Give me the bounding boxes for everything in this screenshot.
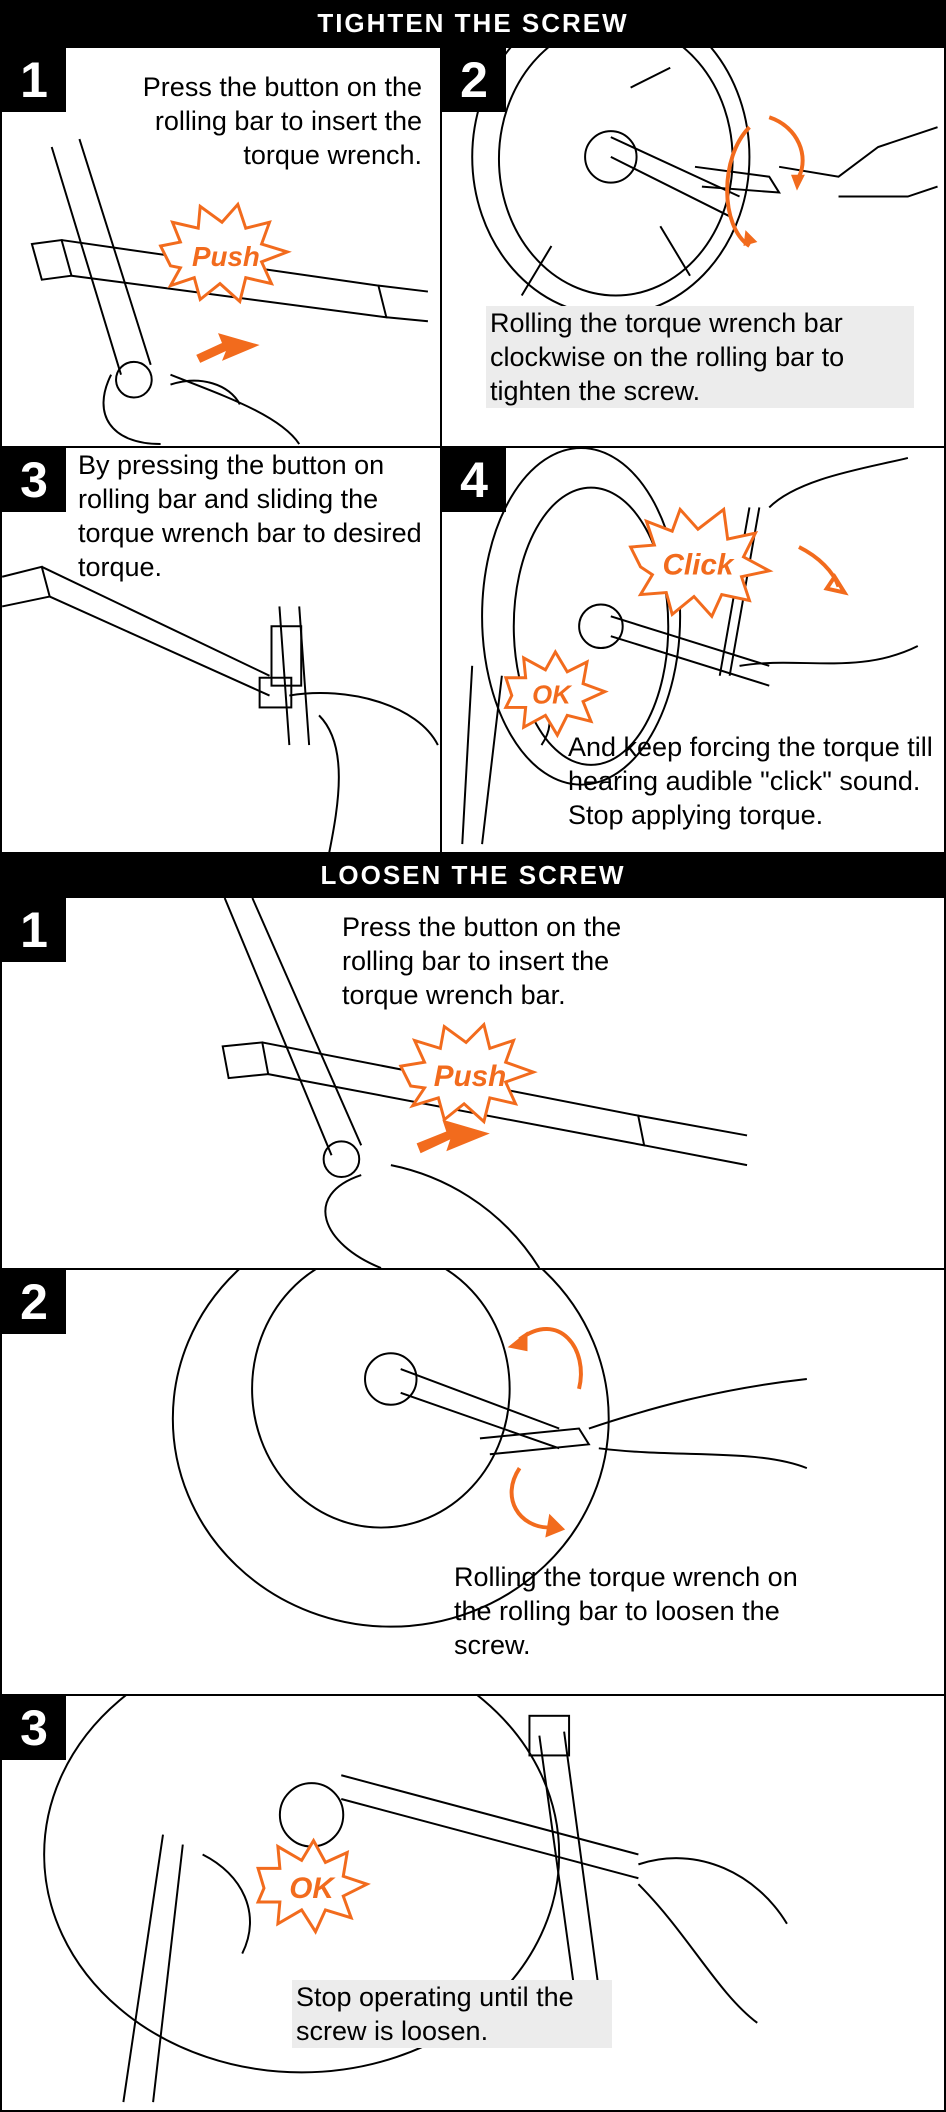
push-arrow bbox=[416, 1119, 490, 1154]
ok-burst: OK bbox=[255, 1837, 371, 1935]
step-instruction: By pressing the button on rolling bar an… bbox=[78, 450, 422, 582]
push-button-illustration: Push bbox=[30, 138, 429, 446]
click-sound-illustration: Click OK bbox=[461, 448, 919, 845]
step-number: 2 bbox=[442, 48, 506, 112]
step-instruction: Rolling the torque wrench on the rolling… bbox=[454, 1562, 798, 1660]
wheel-loosen-illustration bbox=[171, 1270, 808, 1628]
step-number: 3 bbox=[2, 1696, 66, 1760]
tighten-step-2-panel: 2 Rolling the torque wrench bar clockwis… bbox=[440, 46, 946, 448]
step-instruction: And keep forcing the torque till hearing… bbox=[568, 732, 933, 830]
loosen-step-1-panel: 1 Press the button on the rolling bar to… bbox=[0, 896, 946, 1270]
ok-burst: OK bbox=[503, 649, 609, 739]
push-label: Push bbox=[434, 1060, 507, 1093]
ok-label: OK bbox=[532, 681, 573, 709]
tighten-step-3-panel: 3 By pressing the button on rolling bar … bbox=[0, 446, 442, 856]
push-label: Push bbox=[192, 241, 260, 272]
counterclockwise-arrow bbox=[509, 1327, 583, 1530]
step-number: 4 bbox=[442, 448, 506, 512]
step-instruction: Stop operating until the screw is loosen… bbox=[292, 1980, 612, 2048]
tighten-step-4-panel: 4 And keep forcing the torque till heari… bbox=[440, 446, 946, 856]
push-burst: Push bbox=[158, 201, 292, 305]
step-instruction: Press the button on the rolling bar to i… bbox=[342, 912, 622, 1010]
tighten-section-title: TIGHTEN THE SCREW bbox=[0, 0, 946, 46]
wheel-tighten-illustration bbox=[471, 48, 938, 317]
ok-label: OK bbox=[289, 1872, 336, 1905]
step-number: 2 bbox=[2, 1270, 66, 1334]
step-instruction: Rolling the torque wrench bar clockwise … bbox=[486, 306, 914, 408]
clockwise-arrow bbox=[725, 115, 805, 248]
push-arrow bbox=[196, 333, 260, 363]
step-number: 1 bbox=[2, 48, 66, 112]
step-instruction: Press the button on the rolling bar to i… bbox=[142, 72, 422, 170]
step-number: 3 bbox=[2, 448, 66, 512]
push-button-illustration: Push bbox=[221, 898, 748, 1268]
loosen-step-2-panel: 2 Rolling the torque wrench on the rolli… bbox=[0, 1268, 946, 1696]
loosen-section-title: LOOSEN THE SCREW bbox=[0, 852, 946, 898]
click-burst: Click bbox=[628, 506, 774, 620]
step-number: 1 bbox=[2, 898, 66, 962]
loosen-step-3-panel: 3 Stop operating until the screw is loos… bbox=[0, 1694, 946, 2112]
loosened-screw-illustration: OK bbox=[43, 1696, 788, 2103]
slide-wrench-illustration bbox=[2, 565, 439, 854]
click-label: Click bbox=[662, 549, 734, 582]
push-burst: Push bbox=[398, 1021, 538, 1125]
tighten-step-1-panel: 1 Press the button on the rolling bar to… bbox=[0, 46, 442, 448]
